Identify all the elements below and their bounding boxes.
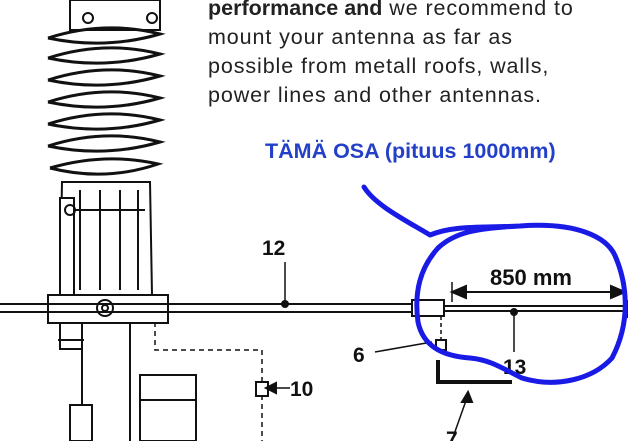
dimension-label: 850 mm xyxy=(490,265,572,290)
mount-bolt-left xyxy=(82,12,94,24)
part-label-10: 10 xyxy=(290,378,313,401)
instruction-line-2: mount your antenna as far as xyxy=(208,25,513,49)
mount-bolt-right xyxy=(146,12,158,24)
part-label-6: 6 xyxy=(353,344,365,367)
rod-coupler xyxy=(411,299,445,317)
instruction-line-1: we recommend to xyxy=(382,0,574,20)
instruction-line-4: power lines and other antennas. xyxy=(208,83,542,107)
handwritten-note: TÄMÄ OSA (pituus 1000mm) xyxy=(265,139,556,163)
coil-spring xyxy=(47,26,166,176)
part-label-7: 7 xyxy=(446,428,458,441)
marker-circle xyxy=(361,184,628,385)
instruction-bold: performance and xyxy=(208,0,383,20)
instruction-text: performance and we recommend to mount yo… xyxy=(208,0,618,110)
part-label-12: 12 xyxy=(262,237,285,260)
allen-key-7 xyxy=(436,360,512,384)
instruction-line-3: possible from metall roofs, walls, xyxy=(208,54,550,78)
